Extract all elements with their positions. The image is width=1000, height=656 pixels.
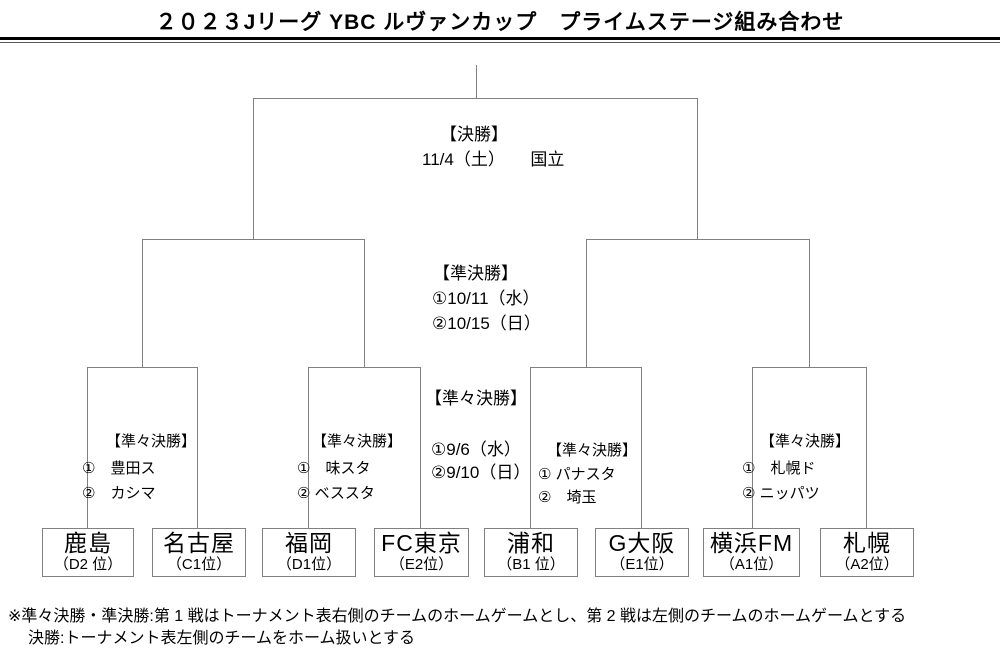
bracket-line-sf2-left-vertical	[586, 239, 587, 367]
qf3-label: 【準々決勝】	[547, 442, 638, 459]
team-box-sapporo: 札幌 （A2位）	[820, 528, 914, 577]
footnote-line1: ※準々決勝・準決勝:第 1 戦はトーナメント表右側のチームのホームゲームとし、第…	[8, 608, 907, 625]
bracket-line-qf3-horizontal	[530, 367, 642, 368]
team-name: 名古屋	[163, 530, 235, 556]
bracket-line-team3-vertical	[308, 367, 309, 528]
team-rank: （E2位）	[389, 556, 454, 573]
team-rank: （A1位）	[719, 556, 784, 573]
final-label: 【決勝】	[440, 125, 508, 144]
qf3-leg2-venue: ② 埼玉	[538, 489, 597, 506]
bracket-line-sf1-left-vertical	[142, 239, 143, 367]
team-box-gosaka: G大阪 （E1位）	[595, 528, 689, 577]
bracket-line-team8-vertical	[866, 367, 867, 528]
team-box-kashima: 鹿島 （D2 位）	[42, 528, 134, 577]
bracket-line-team2-vertical	[197, 367, 198, 528]
qf3-leg1-venue: ① パナスタ	[538, 466, 616, 483]
qf4-leg1-venue: ① 札幌ド	[742, 460, 816, 477]
final-date-venue: 11/4（土） 国立	[422, 150, 565, 169]
bracket-line-final-left-vertical	[253, 98, 254, 239]
qf2-leg2-venue: ② ベススタ	[297, 485, 375, 502]
quarterfinal-schedule-label: 【準々決勝】	[425, 389, 527, 408]
title-separator-thick	[0, 37, 1000, 40]
team-rank: （E1位）	[610, 556, 674, 573]
team-box-urawa: 浦和 （B1 位）	[484, 528, 578, 577]
qf2-leg1-venue: ① 味スタ	[297, 460, 371, 477]
bracket-line-team1-vertical	[87, 367, 88, 528]
semifinal-label: 【準決勝】	[433, 264, 518, 283]
bracket-line-final-right-vertical	[697, 98, 698, 239]
qf2-label: 【準々決勝】	[312, 433, 403, 450]
bracket-line-sf2-horizontal	[586, 239, 810, 240]
team-box-fctokyo: FC東京 （E2位）	[374, 528, 469, 577]
team-box-nagoya: 名古屋 （C1位）	[152, 528, 246, 577]
bracket-line-qf2-horizontal	[308, 367, 421, 368]
team-box-yokohamafm: 横浜FM （A1位）	[703, 528, 800, 577]
qf1-label: 【準々決勝】	[106, 433, 197, 450]
semifinal-leg1-date: ①10/11（水）	[432, 289, 540, 308]
bracket-line-team5-vertical	[530, 367, 531, 528]
footnote-line2: 決勝:トーナメント表左側のチームをホーム扱いとする	[28, 630, 416, 647]
team-rank: （B1 位）	[497, 556, 565, 573]
semifinal-leg2-date: ②10/15（日）	[432, 314, 541, 333]
bracket-line-qf1-horizontal	[87, 367, 198, 368]
team-rank: （D2 位）	[53, 556, 123, 573]
bracket-line-team7-vertical	[752, 367, 753, 528]
bracket-line-team4-vertical	[420, 367, 421, 528]
bracket-line-sf1-right-vertical	[364, 239, 365, 367]
team-rank: （C1位）	[166, 556, 232, 573]
bracket-line-qf4-horizontal	[752, 367, 867, 368]
team-name: 浦和	[507, 530, 555, 556]
bracket-line-final-horizontal	[253, 98, 698, 99]
qf1-leg2-venue: ② カシマ	[82, 485, 156, 502]
team-name: FC東京	[381, 530, 462, 556]
qf4-label: 【準々決勝】	[760, 433, 851, 450]
team-rank: （D1位）	[276, 556, 342, 573]
team-box-fukuoka: 福岡 （D1位）	[262, 528, 356, 577]
team-name: G大阪	[608, 530, 676, 556]
bracket-line-team6-vertical	[641, 367, 642, 528]
page-title: ２０２３Jリーグ YBC ルヴァンカップ プライムステージ組み合わせ	[155, 11, 845, 34]
quarterfinal-leg1-date: ①9/6（水）	[431, 440, 521, 459]
team-name: 横浜FM	[709, 530, 794, 556]
qf4-leg2-venue: ② ニッパツ	[742, 485, 820, 502]
team-name: 札幌	[843, 530, 891, 556]
qf1-leg1-venue: ① 豊田ス	[82, 460, 156, 477]
quarterfinal-leg2-date: ②9/10（日）	[431, 463, 531, 482]
bracket-line-sf2-right-vertical	[809, 239, 810, 367]
bracket-line-sf1-horizontal	[142, 239, 365, 240]
title-separator-thin	[0, 42, 1000, 43]
team-rank: （A2位）	[835, 556, 899, 573]
bracket-line-root-vertical	[476, 65, 477, 98]
team-name: 福岡	[285, 530, 333, 556]
team-name: 鹿島	[64, 530, 112, 556]
